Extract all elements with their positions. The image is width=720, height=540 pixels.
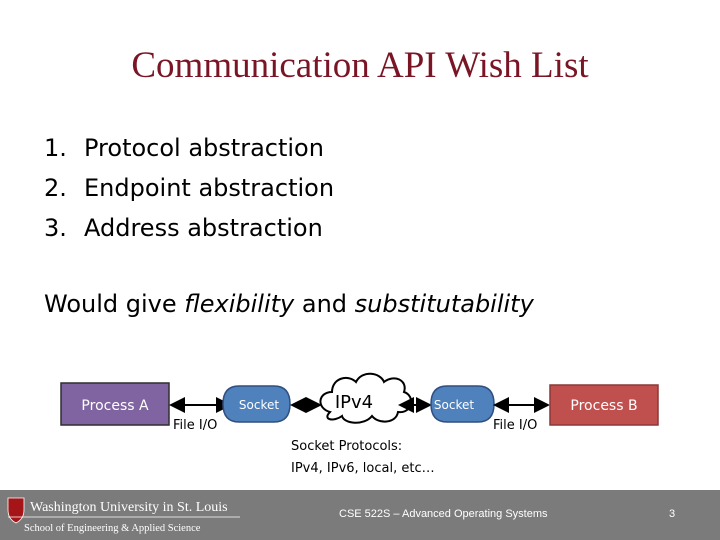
logo-line-2: School of Engineering & Applied Science [24,523,201,534]
process-b-label: Process B [570,398,637,414]
footer-bar: Washington University in St. Louis Schoo… [0,490,720,540]
process-b-box [549,384,659,426]
list-number: 3. [44,214,67,242]
file-io-right-label: File I/O [493,418,537,433]
socket-left-label: Socket [239,398,279,412]
list-item: 3. Address abstraction [44,208,334,248]
shield-icon [7,497,25,524]
list-text: Address abstraction [84,214,323,242]
list-number: 2. [44,174,67,202]
protocol-label: IPv4 [335,392,373,413]
statement-prefix: Would give [44,290,185,318]
course-name: CSE 522S – Advanced Operating Systems [339,508,548,520]
university-logo: Washington University in St. Louis Schoo… [7,497,240,534]
logo-line-1: Washington University in St. Louis [30,500,228,515]
list-text: Protocol abstraction [84,134,324,162]
file-io-left-label: File I/O [173,418,217,433]
socket-right-shape [430,385,495,423]
statement-middle: and [294,290,355,318]
socket-right-label: Socket [434,398,474,412]
list-item: 1. Protocol abstraction [44,128,334,168]
list-text: Endpoint abstraction [84,174,335,202]
list-number: 1. [44,134,67,162]
socket-left-shape [222,385,291,423]
slide-title: Communication API Wish List [131,45,589,86]
process-a-label: Process A [81,398,149,414]
wish-list: 1. Protocol abstraction 2. Endpoint abstra… [44,128,334,248]
list-item: 2. Endpoint abstraction [44,168,334,208]
statement-term-substitutability: substitutability [354,290,534,318]
process-a-box [60,382,170,426]
caption-line-1: Socket Protocols: [291,439,402,454]
ipv4-cloud [319,372,413,424]
socket-diagram: Process A File I/O Socket IPv4 Socket Fi… [0,360,720,490]
page-number: 3 [669,508,676,520]
socket-diagram-svg: Process A File I/O Socket IPv4 Socket Fi… [60,372,659,476]
caption-line-2: IPv4, IPv6, local, etc… [291,461,435,476]
statement-term-flexibility: flexibility [184,290,295,318]
summary-statement: Would give flexibility and substitutabil… [44,290,534,318]
